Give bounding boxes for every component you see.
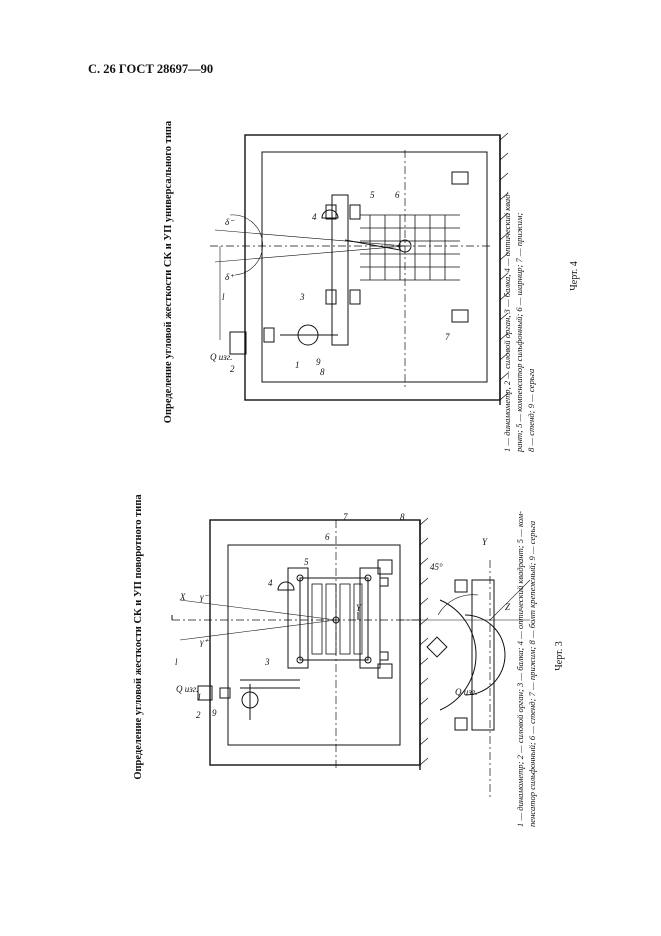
fig3-label-6: 6 [325, 532, 330, 542]
fig3-label-4: 4 [268, 578, 273, 588]
fig3-label-y2: Y [482, 537, 488, 547]
fig3-label-8: 8 [400, 512, 405, 522]
fig3-label-9: 9 [212, 708, 217, 718]
fig3-label-3: 3 [264, 657, 270, 667]
page-header: С. 26 ГОСТ 28697—90 [88, 62, 214, 76]
fig3-label-7: 7 [343, 512, 348, 522]
fig3-label-2: 2 [196, 710, 201, 720]
fig3-label-q: Q изг. [176, 684, 198, 694]
fig3-label-gamma-plus: γ⁺ [200, 637, 210, 647]
fig3-label-q2: Q изг. [455, 687, 477, 697]
fig3-label-z: Z [505, 602, 511, 612]
fig4-label-9: 9 [316, 357, 321, 367]
fig4-label-4: 4 [312, 212, 317, 222]
fig4-label-6: 6 [395, 190, 400, 200]
fig3-label-5: 5 [304, 557, 309, 567]
fig4-label-3: 3 [299, 292, 305, 302]
fig3-label-x: X [179, 592, 186, 602]
fig3-label-angle: 45° [430, 562, 443, 572]
fig4-label-7: 7 [445, 332, 450, 342]
fig4-label-l: l [222, 292, 225, 302]
fig3-label-y: Y [356, 603, 362, 613]
fig4-label-delta-plus: δ⁺ [225, 272, 235, 282]
fig4-label-5: 5 [370, 190, 375, 200]
fig4-label-2: 2 [230, 364, 235, 374]
fig4-label-q: Q изг. [210, 352, 232, 362]
fig3-label-gamma-minus: γ⁻ [200, 592, 210, 602]
fig3-label-1: 1 [197, 692, 202, 702]
fig4-label-8: 8 [320, 367, 325, 377]
fig4-label-delta-minus: δ⁻ [225, 217, 235, 227]
fig3-label-l: l [175, 657, 178, 667]
fig4-label-1: 1 [295, 360, 300, 370]
